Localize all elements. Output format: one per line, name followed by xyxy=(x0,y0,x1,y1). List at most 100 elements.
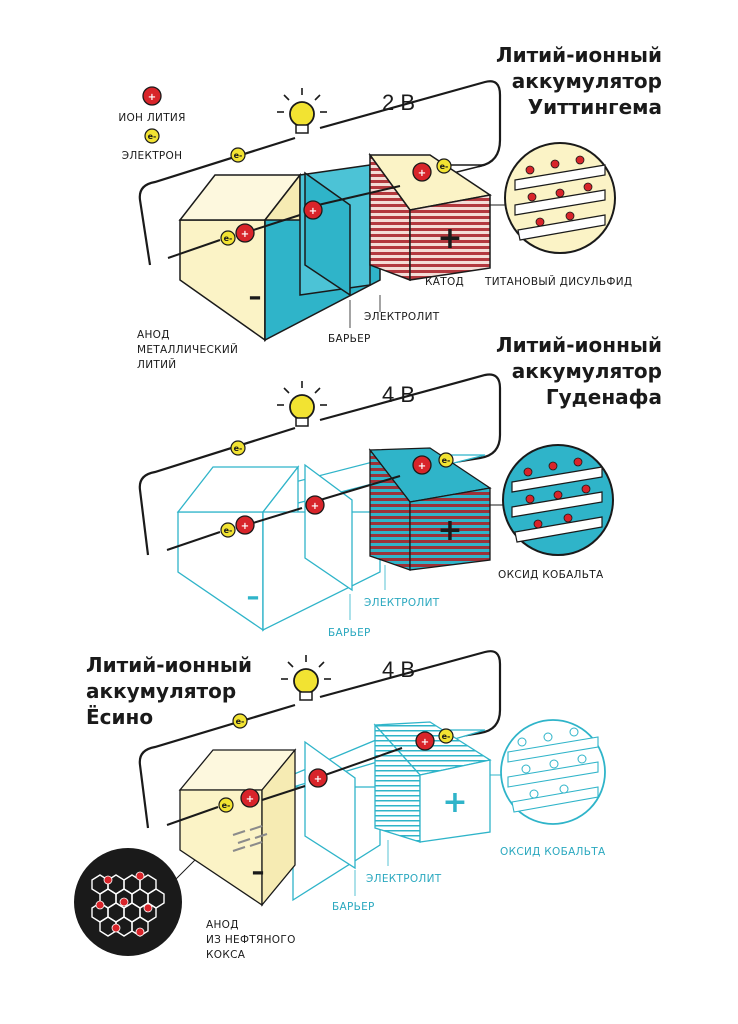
wire-electron: e- xyxy=(232,713,248,729)
anode-zoom-circle xyxy=(74,848,196,956)
svg-text:аккумулятор: аккумулятор xyxy=(512,359,662,383)
svg-text:e-: e- xyxy=(222,801,231,810)
anode-label: АНОД ИЗ НЕФТЯНОГО КОКСА xyxy=(206,919,295,961)
legend: + ИОН ЛИТИЯ e- ЭЛЕКТРОН xyxy=(118,86,185,162)
lithium-ion: + xyxy=(412,162,432,182)
cathode-label: КАТОД xyxy=(425,276,464,288)
material-zoom-circle xyxy=(490,142,616,254)
legend-electron-label: ЭЛЕКТРОН xyxy=(122,150,183,162)
svg-text:e-: e- xyxy=(234,444,243,453)
electrolyte-label: ЭЛЕКТРОЛИТ xyxy=(364,597,440,609)
svg-text:Литий-ионный: Литий-ионный xyxy=(496,333,662,357)
anode-label: АНОД МЕТАЛЛИЧЕСКИЙ ЛИТИЙ xyxy=(137,329,238,371)
barrier-label: БАРЬЕР xyxy=(332,901,375,913)
material-zoom-circle xyxy=(490,444,614,556)
voltage-label: 4 В xyxy=(382,657,415,682)
barrier-label: БАРЬЕР xyxy=(328,627,371,639)
lithium-ion: + xyxy=(305,495,325,515)
svg-text:e-: e- xyxy=(148,132,157,141)
svg-text:+: + xyxy=(311,501,319,512)
battery-goodenough: Литий-ионный аккумулятор Гуденафа 4 В e- xyxy=(138,333,662,639)
svg-text:Литий-ионный: Литий-ионный xyxy=(86,653,252,677)
svg-text:+: + xyxy=(241,521,249,532)
svg-text:+: + xyxy=(309,206,317,217)
svg-text:аккумулятор: аккумулятор xyxy=(86,679,236,703)
legend-ion-icon: + xyxy=(142,86,162,106)
ion-flow-arrow xyxy=(324,747,403,776)
svg-text:+: + xyxy=(148,92,156,103)
svg-text:Ёсино: Ёсино xyxy=(86,705,153,729)
lithium-ion: + xyxy=(240,788,260,808)
electron-flow-arrow xyxy=(166,531,221,551)
plus-icon: + xyxy=(437,221,462,256)
svg-text:e-: e- xyxy=(224,234,233,243)
wire-electron: e- xyxy=(230,440,246,456)
circuit-wire xyxy=(138,650,502,829)
ion-flow-arrow xyxy=(319,475,401,501)
minus-icon: – xyxy=(249,282,262,312)
lightbulb-icon xyxy=(277,381,327,427)
legend-ion-label: ИОН ЛИТИЯ xyxy=(118,112,185,124)
svg-text:+: + xyxy=(418,461,426,472)
voltage-label: 4 В xyxy=(382,382,415,407)
electron: e- xyxy=(436,158,452,174)
electron: e- xyxy=(438,452,454,468)
material-label: ОКСИД КОБАЛЬТА xyxy=(498,569,604,581)
cell-body: + – xyxy=(178,721,492,907)
svg-text:ЛИТИЙ: ЛИТИЙ xyxy=(137,358,176,371)
material-label: ОКСИД КОБАЛЬТА xyxy=(500,846,606,858)
electrolyte-label: ЭЛЕКТРОЛИТ xyxy=(364,311,440,323)
svg-text:+: + xyxy=(246,794,254,805)
svg-text:e-: e- xyxy=(442,732,451,741)
svg-text:e-: e- xyxy=(234,151,243,160)
ion-flow-arrow xyxy=(261,785,306,801)
lithium-ion: + xyxy=(412,455,432,475)
lithium-ion: + xyxy=(415,731,435,751)
lithium-ion: + xyxy=(235,223,255,243)
svg-text:+: + xyxy=(418,168,426,179)
material-label: ТИТАНОВЫЙ ДИСУЛЬФИД xyxy=(484,275,632,288)
svg-text:e-: e- xyxy=(442,456,451,465)
svg-text:e-: e- xyxy=(224,526,233,535)
svg-text:МЕТАЛЛИЧЕСКИЙ: МЕТАЛЛИЧЕСКИЙ xyxy=(137,343,238,356)
battery-title: Литий-ионный аккумулятор Гуденафа xyxy=(496,333,662,409)
svg-text:Уиттингема: Уиттингема xyxy=(528,95,662,119)
barrier-label: БАРЬЕР xyxy=(328,333,371,345)
circuit-wire xyxy=(138,373,502,556)
lithium-ion: + xyxy=(235,515,255,535)
wire-electron: e- xyxy=(230,147,246,163)
svg-text:e-: e- xyxy=(236,717,245,726)
svg-text:КОКСА: КОКСА xyxy=(206,949,246,961)
electron: e- xyxy=(220,230,236,246)
svg-text:+: + xyxy=(314,774,322,785)
minus-icon: – xyxy=(252,857,265,887)
cell-body: – + xyxy=(178,152,492,343)
ion-flow-arrow xyxy=(317,185,401,206)
battery-title: Литий-ионный аккумулятор Уиттингема xyxy=(496,43,662,119)
svg-text:+: + xyxy=(241,229,249,240)
svg-text:e-: e- xyxy=(440,162,449,171)
battery-title: Литий-ионный аккумулятор Ёсино xyxy=(86,653,252,729)
electron-flow-arrow xyxy=(166,806,219,826)
electron: e- xyxy=(218,797,234,813)
plus-icon: + xyxy=(442,785,467,820)
svg-text:Литий-ионный: Литий-ионный xyxy=(496,43,662,67)
svg-text:Гуденафа: Гуденафа xyxy=(546,385,662,409)
svg-text:аккумулятор: аккумулятор xyxy=(512,69,662,93)
minus-icon: – xyxy=(247,582,260,612)
lithium-ion: + xyxy=(303,200,323,220)
plus-icon: + xyxy=(437,513,462,548)
svg-text:АНОД: АНОД xyxy=(206,919,239,931)
electron: e- xyxy=(438,728,454,744)
lithium-ion: + xyxy=(308,768,328,788)
svg-text:АНОД: АНОД xyxy=(137,329,170,341)
lightbulb-icon xyxy=(281,655,331,701)
cell-body: – + xyxy=(176,447,492,632)
circuit-wire xyxy=(138,80,502,266)
electrolyte-label: ЭЛЕКТРОЛИТ xyxy=(366,873,442,885)
battery-whittingham: Литий-ионный аккумулятор Уиттингема 2 В … xyxy=(137,43,662,371)
svg-text:+: + xyxy=(421,737,429,748)
legend-electron-icon: e- xyxy=(144,128,160,144)
electron: e- xyxy=(220,522,236,538)
